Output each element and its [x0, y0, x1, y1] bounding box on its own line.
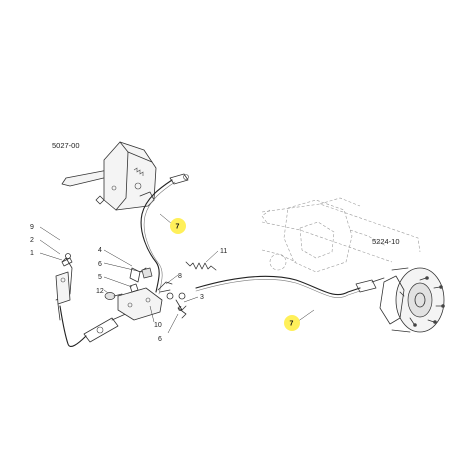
assembly-ref-hand-brake-lever: 5027-00 [52, 141, 80, 150]
assembly-ref-rear-axle: 5224-10 [372, 237, 400, 246]
highlight-badge [170, 218, 186, 234]
highlight-badge [284, 315, 300, 331]
hand-brake-lever-assembly [61, 141, 157, 211]
callout-10: 10 [154, 322, 162, 329]
callout-5: 5 [98, 274, 102, 281]
callout-3: 3 [200, 294, 204, 301]
highlight-label: 7 [290, 321, 294, 328]
callout-11: 11 [220, 248, 227, 255]
highlighted-callout-rear-cable[interactable]: 7 [284, 315, 300, 331]
equalizer-parts [104, 261, 217, 321]
highlighted-callout-front-cable[interactable]: 7 [170, 218, 186, 234]
callout-6: 6 [158, 336, 162, 343]
callout-8: 8 [178, 273, 182, 280]
callout-6: 6 [178, 306, 182, 313]
callout-6: 6 [98, 261, 102, 268]
rear-axle-assembly [261, 197, 445, 333]
callout-12: 12 [96, 288, 104, 295]
callout-9: 9 [30, 224, 34, 231]
left-bracket-parts [55, 253, 73, 321]
brake-cables [59, 173, 385, 347]
leader-lines [39, 213, 315, 334]
callout-2: 2 [30, 237, 34, 244]
highlight-label: 7 [176, 224, 180, 231]
callout-1: 1 [30, 250, 34, 257]
callout-4: 4 [98, 247, 102, 254]
callouts: 9 2 1 4 6 5 12 10 6 8 11 3 6 [30, 224, 227, 343]
